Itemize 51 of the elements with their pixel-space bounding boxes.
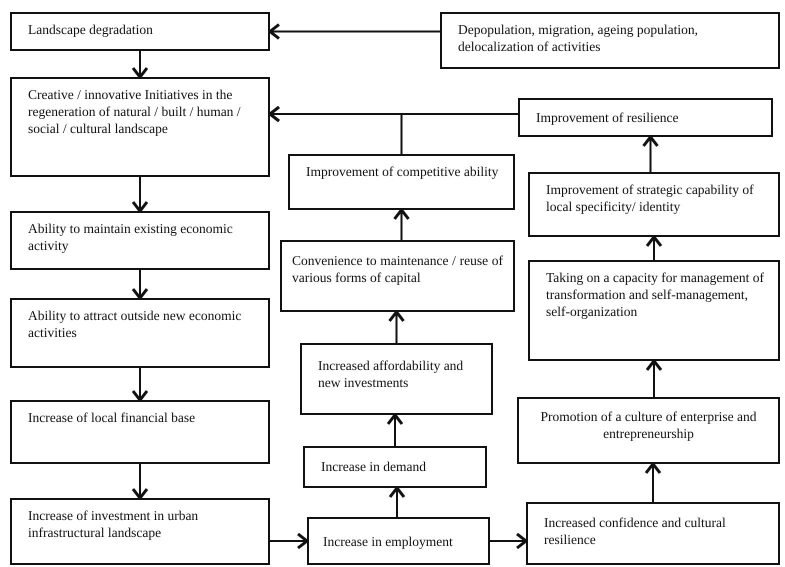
process-box — [280, 240, 515, 312]
arrow — [644, 462, 662, 502]
process-box — [288, 154, 515, 210]
arrow — [268, 106, 518, 122]
process-box — [518, 98, 773, 137]
arrow — [132, 270, 148, 300]
arrow — [386, 414, 404, 446]
box-text: Depopulation, migration, ageing population, delocalization of activities — [458, 21, 699, 55]
box-text: Improvement of resilience — [536, 109, 680, 126]
box-text: Increase of investment in urban infrastructural landscape — [28, 507, 200, 541]
process-box — [300, 343, 493, 415]
box-text: Increase of local financial base — [28, 409, 196, 426]
arrow — [388, 486, 406, 517]
box-text: Increase in employment — [323, 533, 454, 550]
process-box — [10, 400, 270, 464]
box-text: Taking on a capacity for management of transformation and self-management, self-organization — [546, 269, 765, 320]
arrow — [132, 51, 148, 78]
arrow — [132, 177, 148, 212]
arrow — [388, 310, 405, 343]
arrow — [490, 532, 528, 550]
box-text: Ability to attract outside new economic activities — [28, 307, 242, 341]
arrow — [268, 23, 440, 40]
process-box — [526, 502, 780, 565]
process-box — [10, 12, 270, 51]
process-box — [10, 498, 270, 565]
arrow — [646, 360, 662, 397]
arrow — [132, 464, 148, 500]
process-box — [307, 517, 490, 565]
process-box — [440, 12, 780, 69]
process-box — [303, 446, 487, 488]
process-box — [10, 211, 270, 270]
box-text: Creative / innovative Initiatives in the regeneration of natural / built / human / social / cultural landscape — [28, 86, 242, 137]
box-text: Improvement of strategic capability of local specificity/ identity — [546, 181, 755, 215]
process-box — [517, 397, 780, 464]
box-text: Increase in demand — [321, 458, 427, 475]
box-text: Ability to maintain existing economic activity — [28, 220, 234, 254]
box-text: Convenience to maintenance / reuse of various forms of capital — [292, 252, 503, 286]
process-box — [10, 298, 270, 368]
arrow — [646, 236, 662, 260]
process-box — [10, 77, 270, 177]
box-text: Landscape degradation — [28, 21, 154, 38]
process-box — [528, 172, 780, 237]
arrow — [393, 208, 410, 240]
arrow — [642, 136, 659, 172]
arrow — [270, 532, 308, 550]
box-text: Promotion of a culture of enterprise and entrepreneurship — [540, 408, 758, 442]
box-text: Increased confidence and cultural resilience — [544, 514, 727, 548]
arrow — [132, 368, 148, 402]
box-text: Improvement of competitive ability — [306, 163, 500, 180]
box-text: Increased affordability and new investments — [318, 357, 464, 391]
process-box — [528, 260, 780, 361]
